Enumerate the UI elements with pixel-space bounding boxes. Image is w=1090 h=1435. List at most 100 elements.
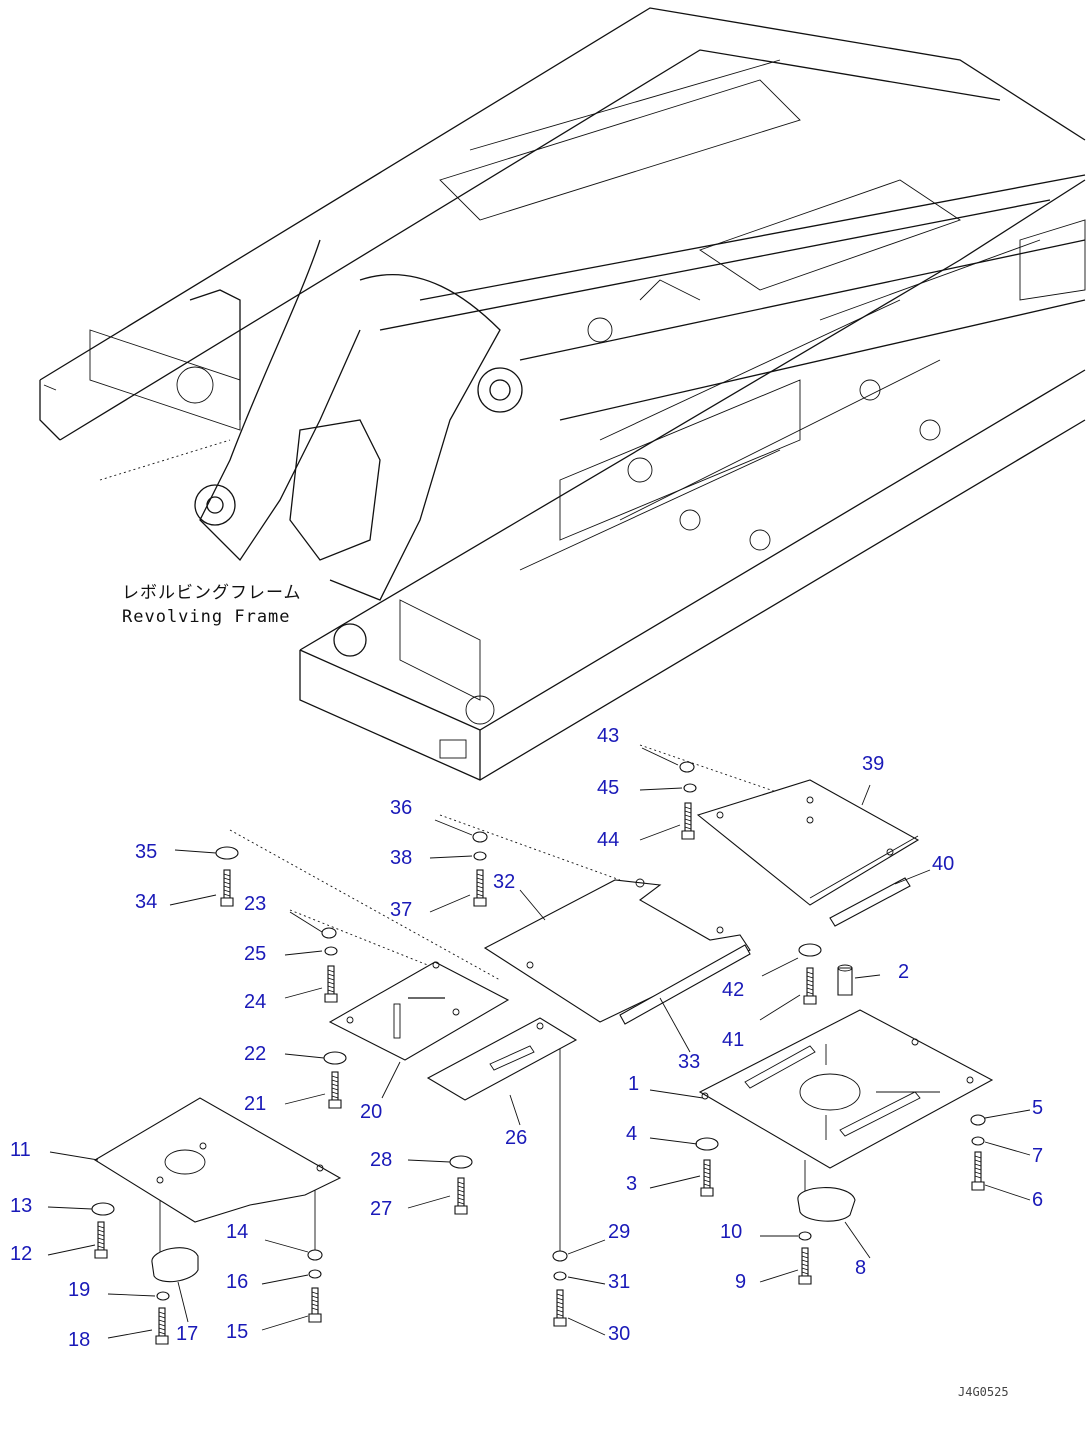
- leader-2: [854, 974, 881, 979]
- callout-23: 23: [244, 893, 266, 915]
- leader-18: [107, 1329, 153, 1339]
- cap-17: [151, 1247, 199, 1283]
- leader-17: [177, 1281, 189, 1323]
- leader-12: [47, 1244, 96, 1256]
- callout-labels: 1234567891011121314151617181920212223242…: [10, 725, 1043, 1351]
- leader-3: [649, 1175, 701, 1189]
- leader-33: [659, 997, 691, 1053]
- callout-5: 5: [1032, 1097, 1043, 1119]
- callout-22: 22: [244, 1043, 266, 1065]
- leader-8: [844, 1221, 871, 1259]
- bolt-1: [473, 869, 487, 907]
- callout-14: 14: [226, 1221, 248, 1243]
- callout-42: 42: [722, 979, 744, 1001]
- rail-40: [829, 877, 911, 927]
- bolt-3: [324, 965, 338, 1003]
- callout-21: 21: [244, 1093, 266, 1115]
- callout-38: 38: [390, 847, 412, 869]
- leader-lines: [47, 747, 1031, 1339]
- bolt-8: [155, 1307, 169, 1345]
- leader-20: [381, 1061, 401, 1099]
- leader-7: [984, 1141, 1031, 1156]
- leader-39: [861, 784, 871, 806]
- callout-9: 9: [735, 1271, 746, 1293]
- callout-33: 33: [678, 1051, 700, 1073]
- callout-43: 43: [597, 725, 619, 747]
- callout-29: 29: [608, 1221, 630, 1243]
- callout-15: 15: [226, 1321, 248, 1343]
- callout-8: 8: [855, 1257, 866, 1279]
- callout-37: 37: [390, 899, 412, 921]
- callout-28: 28: [370, 1149, 392, 1171]
- frame-label-jp: レボルビングフレーム: [122, 583, 302, 603]
- bolt-2: [220, 869, 234, 907]
- callout-36: 36: [390, 797, 412, 819]
- callout-34: 34: [135, 891, 157, 913]
- bolt-7: [308, 1287, 322, 1323]
- leader-35: [174, 849, 217, 854]
- leader-41: [759, 994, 801, 1021]
- bolt-13: [798, 1247, 812, 1285]
- bolt-0: [681, 802, 695, 840]
- callout-40: 40: [932, 853, 954, 875]
- revolving-frame-drawing: [39, 7, 1086, 781]
- cap-8: [797, 1187, 856, 1222]
- leader-44: [639, 824, 681, 841]
- callout-11: 11: [10, 1139, 31, 1161]
- callout-24: 24: [244, 991, 266, 1013]
- callout-18: 18: [68, 1329, 90, 1351]
- leader-36: [434, 819, 473, 836]
- leader-45: [639, 787, 683, 791]
- bolts: [94, 802, 985, 1345]
- rail-33: [619, 944, 751, 1025]
- leader-40: [894, 869, 931, 885]
- bolt-4: [328, 1071, 342, 1109]
- callout-30: 30: [608, 1323, 630, 1345]
- leader-11: [49, 1151, 99, 1161]
- leader-25: [284, 950, 323, 956]
- bolt-5: [454, 1177, 468, 1215]
- callout-41: 41: [722, 1029, 744, 1051]
- leader-32: [519, 889, 546, 921]
- base-plate-1: [698, 1009, 994, 1169]
- leader-21: [284, 1093, 326, 1105]
- base-plate-11: [93, 1097, 342, 1223]
- leader-29: [567, 1239, 606, 1255]
- cover-plate-26: [426, 1017, 578, 1101]
- callout-10: 10: [720, 1221, 742, 1243]
- leader-38: [429, 855, 473, 859]
- callout-17: 17: [176, 1323, 198, 1345]
- pin-2: [837, 964, 853, 996]
- leader-26: [509, 1094, 521, 1126]
- callout-12: 12: [10, 1243, 32, 1265]
- callout-7: 7: [1032, 1145, 1043, 1167]
- bolt-6: [94, 1221, 108, 1259]
- callout-6: 6: [1032, 1189, 1043, 1211]
- leader-22: [284, 1053, 325, 1059]
- leader-27: [407, 1195, 451, 1209]
- callout-44: 44: [597, 829, 619, 851]
- leader-16: [261, 1274, 309, 1285]
- callout-26: 26: [505, 1127, 527, 1149]
- callout-32: 32: [493, 871, 515, 893]
- leader-1: [649, 1089, 704, 1099]
- callout-1: 1: [628, 1073, 639, 1095]
- leader-34: [169, 894, 217, 906]
- fasteners: [91, 761, 986, 1301]
- leader-13: [47, 1206, 93, 1210]
- callout-45: 45: [597, 777, 619, 799]
- leader-4: [649, 1137, 698, 1145]
- leader-9: [759, 1269, 799, 1283]
- leader-5: [984, 1109, 1031, 1119]
- leader-31: [567, 1276, 606, 1285]
- drawing-reference: J4G0525: [958, 1385, 1009, 1399]
- leader-6: [984, 1184, 1031, 1201]
- callout-2: 2: [898, 961, 909, 983]
- callout-3: 3: [626, 1173, 637, 1195]
- callout-19: 19: [68, 1279, 90, 1301]
- callout-39: 39: [862, 753, 884, 775]
- cover-plate-20: [328, 961, 510, 1061]
- leader-24: [284, 987, 323, 999]
